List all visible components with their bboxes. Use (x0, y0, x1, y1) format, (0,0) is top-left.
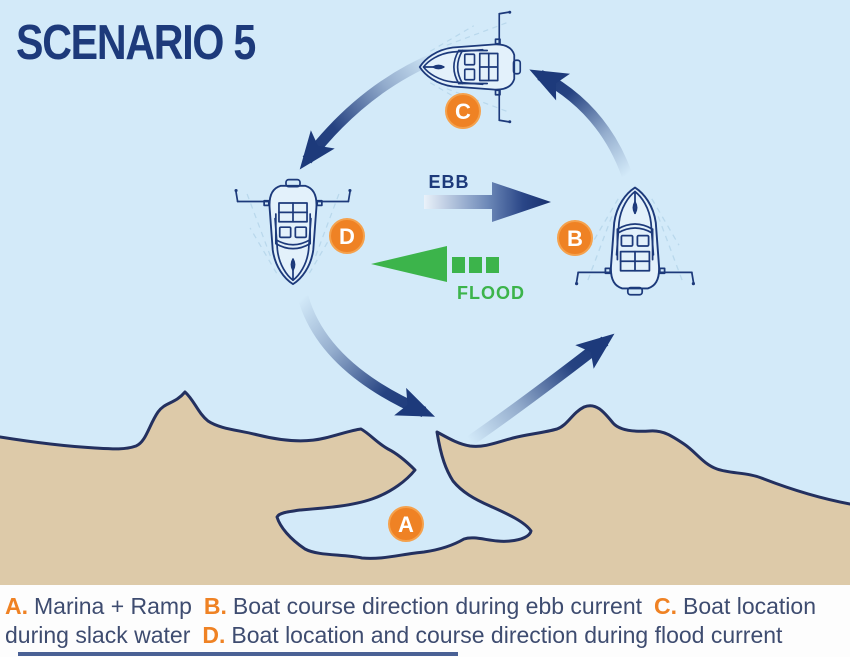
marker-d-letter: D (339, 224, 355, 249)
legend-text-d: Boat location and course direction durin… (231, 622, 783, 648)
legend-text-b: Boat course direction during ebb current (232, 593, 643, 619)
marker-c: C (445, 93, 481, 129)
flood-current-arrow: FLOOD (371, 246, 525, 303)
legend-key-c: C. (654, 593, 678, 619)
course-arrow-c-to-d (299, 51, 440, 170)
cropped-next-section-edge (18, 652, 458, 656)
marker-a-letter: A (398, 512, 414, 537)
legend-item-a: A.Marina + Ramp (5, 593, 192, 619)
legend-key-a: A. (5, 593, 28, 619)
legend-item-c: C.Boat location during slack water (5, 593, 816, 648)
coastline-outline (0, 390, 850, 560)
legend-item-d: D.Boat location and course direction dur… (202, 622, 782, 648)
land-shape (0, 392, 850, 585)
scenario-illustration: EBB FLOOD A B C D SCENARIO 5 (0, 0, 850, 585)
marker-b: B (557, 220, 593, 256)
course-arrow-a-to-b (466, 333, 615, 446)
legend-text-a: Marina + Ramp (34, 593, 192, 619)
page-title: SCENARIO 5 (16, 15, 255, 70)
legend-key-d: D. (202, 622, 226, 648)
marker-c-letter: C (455, 99, 471, 124)
legend: A.Marina + Ramp B.Boat course direction d… (0, 585, 850, 657)
legend-text-c: Boat location during slack water (5, 593, 816, 648)
course-arrow-b-to-c (529, 69, 633, 177)
ebb-current-arrow: EBB (424, 172, 551, 222)
landmass (0, 390, 850, 585)
flood-label: FLOOD (457, 283, 525, 303)
marker-d: D (329, 218, 365, 254)
course-arrow-d-to-a (297, 295, 436, 418)
marker-b-letter: B (567, 226, 583, 251)
ebb-label: EBB (428, 172, 469, 192)
marker-a: A (388, 506, 424, 542)
legend-item-b: B.Boat course direction during ebb curre… (204, 593, 642, 619)
legend-key-b: B. (203, 593, 227, 619)
